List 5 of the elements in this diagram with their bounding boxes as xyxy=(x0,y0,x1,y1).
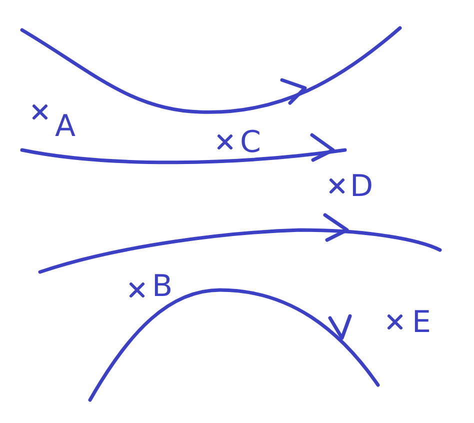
point-label: E xyxy=(412,308,431,338)
point-label: B xyxy=(152,272,173,302)
point-label: C xyxy=(240,128,261,158)
point-label: A xyxy=(55,112,76,142)
point-label: D xyxy=(350,172,374,202)
